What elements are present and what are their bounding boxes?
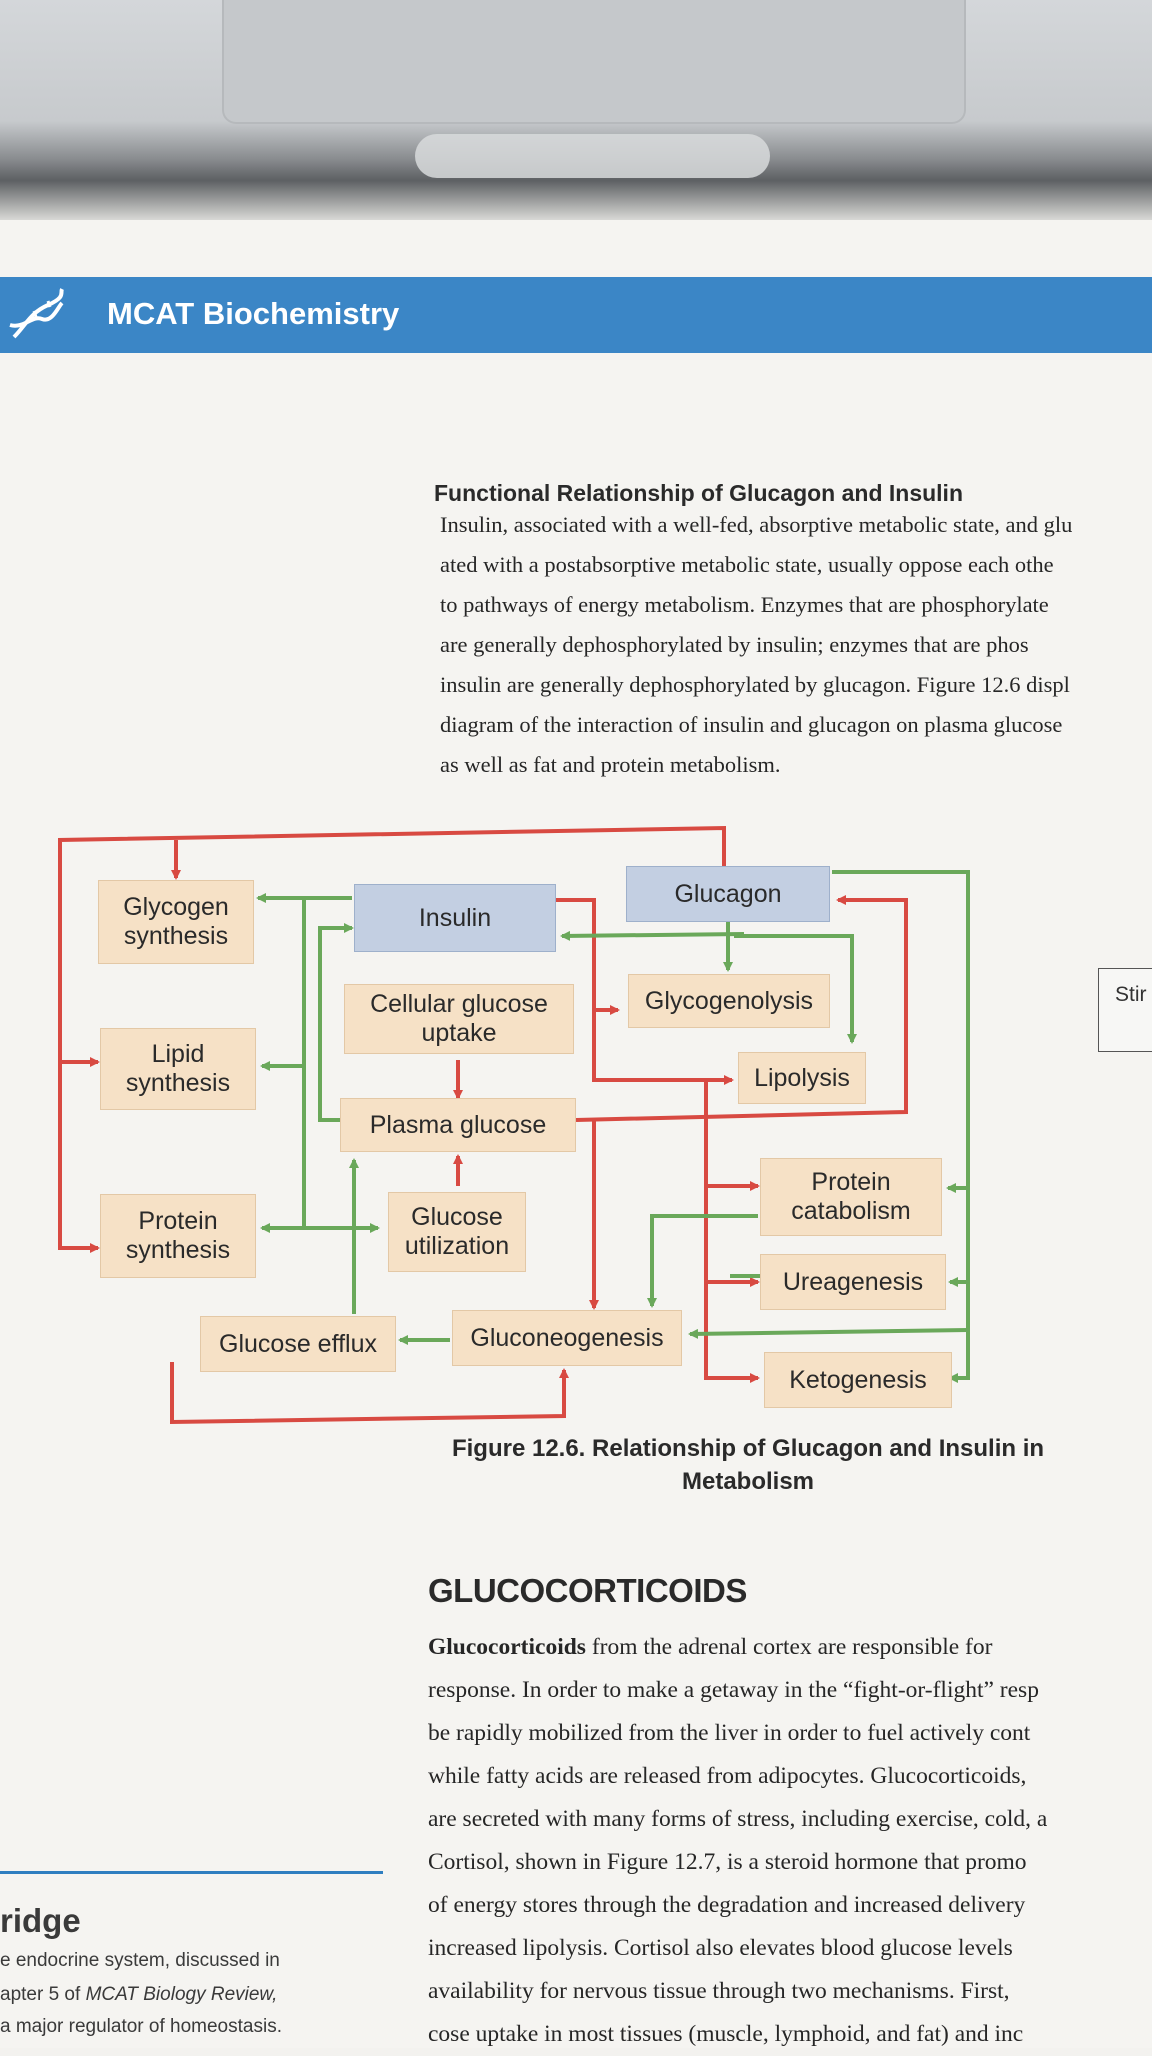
glucagon-arrow (832, 870, 970, 1383)
node-ureagenesis: Ureagenesis (760, 1254, 946, 1310)
text-line: as well as fat and protein metabolism. (440, 752, 781, 777)
text-line: while fatty acids are released from adip… (428, 1763, 1027, 1789)
insulin-arrow (704, 1080, 760, 1383)
device-reflection (415, 134, 770, 178)
text-line: Insulin, associated with a well-fed, abs… (440, 512, 1073, 537)
intro-paragraph: Insulin, associated with a well-fed, abs… (440, 505, 1152, 785)
section-heading: Functional Relationship of Glucagon and … (434, 480, 963, 506)
text-line: ated with a postabsorptive metabolic sta… (440, 552, 1054, 577)
glucagon-arrow (647, 1214, 758, 1308)
text-line: are generally dephosphorylated by insuli… (440, 632, 1029, 657)
glucagon-arrow (260, 898, 306, 1233)
node-lipolysis: Lipolysis (738, 1052, 866, 1104)
glucocorticoids-heading: GLUCOCORTICOIDS (428, 1572, 747, 1609)
book-title: MCAT Biochemistry (107, 296, 400, 331)
text-line-rest: from the adrenal cortex are responsible … (585, 1634, 993, 1660)
insulin-arrow (58, 825, 726, 1253)
text-line: increased lipolysis. Cortisol also eleva… (428, 1935, 1013, 1961)
sidebar-line: apter 5 of MCAT Biology Review, (0, 1984, 277, 2006)
glucagon-arrow (688, 1328, 969, 1339)
sidebar-line: a major regulator of homeostasis. (0, 2016, 282, 2037)
caption-line: Figure 12.6. Relationship of Glucagon an… (451, 1435, 1045, 1462)
glucagon-arrow (318, 923, 354, 1122)
dna-helix-icon (9, 288, 64, 339)
text-line: insulin are generally dephosphorylated b… (440, 672, 1070, 697)
sidebar-text: apter 5 of (0, 1984, 86, 2005)
text-line: response. In order to make a getaway in … (428, 1677, 1039, 1703)
book-page (0, 220, 1152, 2048)
glucagon-arrow (560, 930, 745, 941)
text-line: be rapidly mobilized from the liver in o… (428, 1720, 1031, 1746)
sidebar-rule (0, 1871, 383, 1874)
header-band (0, 277, 1152, 353)
figure-caption: Figure 12.6. Relationship of Glucagon an… (430, 1432, 1066, 1498)
node-glycogenolysis: Glycogenolysis (628, 974, 830, 1028)
insulin-arrow (556, 898, 734, 1085)
sidebar-italic-text: MCAT Biology Review, (85, 1984, 278, 2005)
text-line: cose uptake in most tissues (muscle, lym… (428, 2021, 1024, 2047)
node-glucagon: Glucagon (626, 866, 830, 922)
text-line: diagram of the interaction of insulin an… (440, 712, 1063, 737)
insulin-arrow (170, 1362, 569, 1425)
text-line: availability for nervous tissue through … (428, 1978, 1010, 2004)
node-insulin: Insulin (354, 884, 556, 952)
sidebar-box: Stir (1098, 968, 1152, 1052)
text-line: to pathways of energy metabolism. Enzyme… (440, 592, 1049, 617)
node-ketogenesis: Ketogenesis (764, 1352, 952, 1408)
caption-line: Metabolism (681, 1468, 815, 1495)
glucocorticoids-paragraph: Glucocorticoids from the adrenal cortex … (428, 1626, 1152, 2056)
node-gluconeogenesis: Gluconeogenesis (452, 1310, 682, 1366)
sidebar-line: e endocrine system, discussed in (0, 1950, 280, 1971)
node-glucose-efflux: Glucose efflux (200, 1316, 396, 1372)
text-line: are secreted with many forms of stress, … (428, 1806, 1048, 1832)
glucagon-arrow (734, 934, 857, 1044)
text-line: Glucocorticoids from the adrenal cortex … (428, 1626, 1152, 1669)
node-plasma-glucose: Plasma glucose (340, 1098, 576, 1152)
insulin-arrow (575, 895, 908, 1122)
text-line: of energy stores through the degradation… (428, 1892, 1026, 1918)
device-panel (222, 0, 966, 124)
text-line: Cortisol, shown in Figure 12.7, is a ste… (428, 1849, 1027, 1875)
sidebar-title: ridge (0, 1902, 81, 1939)
bold-term: Glucocorticoids (428, 1634, 586, 1660)
